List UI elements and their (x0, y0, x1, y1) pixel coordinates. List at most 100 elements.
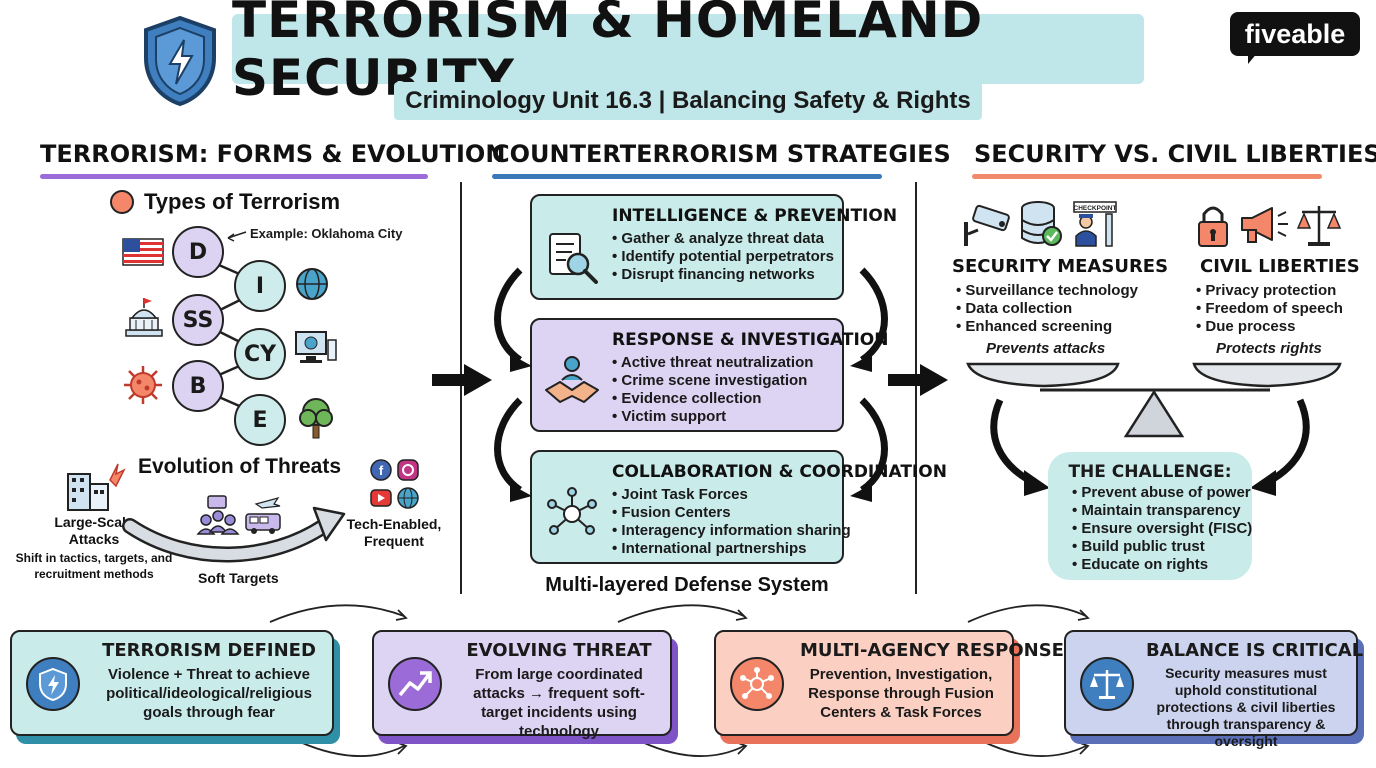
box-item: Active threat neutralization (612, 354, 830, 372)
checkpoint-sign: CHECKPOINT (1074, 205, 1117, 212)
card-connector-arrows (269, 604, 1090, 757)
types-bullet-icon (110, 190, 134, 214)
type-node-e: E (234, 394, 286, 446)
brand-logo[interactable]: fiveable (1230, 12, 1360, 56)
security-item: Surveillance technology (956, 282, 1138, 300)
shift-note: Shift in tactics, targets, and recruitme… (15, 551, 173, 581)
document-search-icon (544, 230, 600, 286)
security-item: Data collection (956, 300, 1138, 318)
arrow-right-mid-icon (888, 364, 948, 396)
box-item: Fusion Centers (612, 504, 830, 522)
balance-scale-graphic (966, 362, 1342, 496)
box-item: International partnerships (612, 540, 830, 558)
challenge-item: Maintain transparency (1072, 502, 1242, 520)
liberties-list: Privacy protection Freedom of speech Due… (1196, 282, 1343, 336)
liberties-item: Freedom of speech (1196, 300, 1343, 318)
capitol-building-icon (122, 296, 166, 345)
box-item: Victim support (612, 408, 830, 426)
megaphone-icon (1238, 204, 1290, 251)
box-item: Evidence collection (612, 390, 830, 408)
card-text: Violence + Threat to achieve political/i… (106, 666, 312, 721)
response-investigation-box: RESPONSE & INVESTIGATION Active threat n… (530, 318, 889, 432)
intelligence-prevention-box: INTELLIGENCE & PREVENTION Gather & analy… (530, 194, 898, 300)
arrow-right-left-icon (432, 364, 492, 396)
security-item: Enhanced screening (956, 318, 1138, 336)
scales-icon (1080, 657, 1134, 711)
challenge-item: Ensure oversight (FISC) (1072, 520, 1252, 538)
column-divider-right (915, 182, 917, 594)
example-note: Example: Oklahoma City (250, 226, 403, 241)
security-list: Surveillance technology Data collection … (956, 282, 1138, 336)
middle-flow-arrows (494, 267, 888, 502)
box-item: Crime scene investigation (612, 372, 830, 390)
right-heading-underline (972, 174, 1322, 179)
card-title: MULTI-AGENCY RESPONSE (800, 640, 1064, 661)
burning-building-icon (62, 460, 126, 517)
type-node-ss: SS (172, 294, 224, 346)
box-item: Interagency information sharing (612, 522, 850, 540)
subtitle-banner: Criminology Unit 16.3 | Balancing Safety… (394, 82, 982, 120)
left-heading-underline (40, 174, 428, 179)
card-evolving-threat: EVOLVING THREAT From large coordinated a… (372, 630, 672, 740)
card-title: TERRORISM DEFINED (102, 640, 316, 661)
box-title: INTELLIGENCE & PREVENTION (612, 206, 898, 226)
card-text: Prevention, Investigation, Response thro… (808, 666, 994, 721)
scales-icon (1296, 202, 1342, 253)
type-node-d: D (172, 226, 224, 278)
bus-plane-icon (244, 494, 284, 541)
card-title: BALANCE IS CRITICAL (1146, 640, 1364, 661)
box-title: RESPONSE & INVESTIGATION (612, 330, 889, 350)
middle-heading-underline (492, 174, 882, 179)
type-node-cy: CY (234, 328, 286, 380)
evolution-label: Evolution of Threats (138, 455, 342, 478)
box-item: Gather & analyze threat data (612, 230, 830, 248)
checkpoint-guard-icon: CHECKPOINT (1070, 200, 1120, 253)
challenge-box: THE CHALLENGE: Prevent abuse of power Ma… (1048, 452, 1252, 580)
card-multi-agency-response: MULTI-AGENCY RESPONSE Prevention, Invest… (714, 630, 1064, 736)
security-camera-icon (962, 204, 1012, 253)
liberties-title: CIVIL LIBERTIES (1200, 256, 1360, 277)
card-title: EVOLVING THREAT (466, 640, 652, 661)
svg-text:f: f (379, 463, 384, 478)
shield-logo-icon (140, 14, 220, 108)
large-scale-label: Large-Scale Attacks (54, 514, 134, 547)
padlock-icon (1196, 202, 1230, 253)
type-node-b: B (172, 360, 224, 412)
crowd-icon (196, 494, 240, 543)
virus-icon (122, 364, 164, 411)
page-title: TERRORISM & HOMELAND SECURITY (232, 0, 984, 107)
trend-up-icon (388, 657, 442, 711)
box-item: Disrupt financing networks (612, 266, 830, 284)
challenge-item: Prevent abuse of power (1072, 484, 1250, 502)
network-icon (730, 657, 784, 711)
left-heading: TERRORISM: FORMS & EVOLUTION (40, 140, 506, 168)
soft-targets-label: Soft Targets (198, 570, 279, 586)
liberties-item: Due process (1196, 318, 1343, 336)
evolution-arrow (122, 506, 346, 563)
handshake-icon (544, 354, 600, 410)
tech-enabled-label: Tech-Enabled, Frequent (346, 516, 442, 549)
title-banner: TERRORISM & HOMELAND SECURITY (232, 0, 1144, 107)
challenge-title: THE CHALLENGE: (1068, 462, 1232, 482)
globe-icon (294, 266, 330, 307)
box-item: Joint Task Forces (612, 486, 830, 504)
card-text: From large coordinated attacks → frequen… (473, 666, 645, 740)
liberties-tag: Protects rights (1216, 340, 1322, 357)
brand-name: fiveable (1244, 18, 1346, 49)
brand-logo-tail (1248, 52, 1268, 64)
middle-footer: Multi-layered Defense System (545, 574, 829, 596)
computer-network-icon (294, 330, 338, 375)
box-item: Identify potential perpetrators (612, 248, 834, 266)
shield-bolt-icon (26, 657, 80, 711)
column-divider-left (460, 182, 462, 594)
challenge-item: Build public trust (1072, 538, 1242, 556)
social-media-icons: f (368, 458, 424, 517)
security-title: SECURITY MEASURES (952, 256, 1169, 277)
us-flag-icon (122, 238, 164, 271)
tree-icon (296, 396, 336, 445)
type-node-i: I (234, 260, 286, 312)
security-tag: Prevents attacks (986, 340, 1106, 357)
card-terrorism-defined: TERRORISM DEFINED Violence + Threat to a… (10, 630, 334, 736)
database-check-icon (1018, 200, 1064, 253)
liberties-item: Privacy protection (1196, 282, 1343, 300)
